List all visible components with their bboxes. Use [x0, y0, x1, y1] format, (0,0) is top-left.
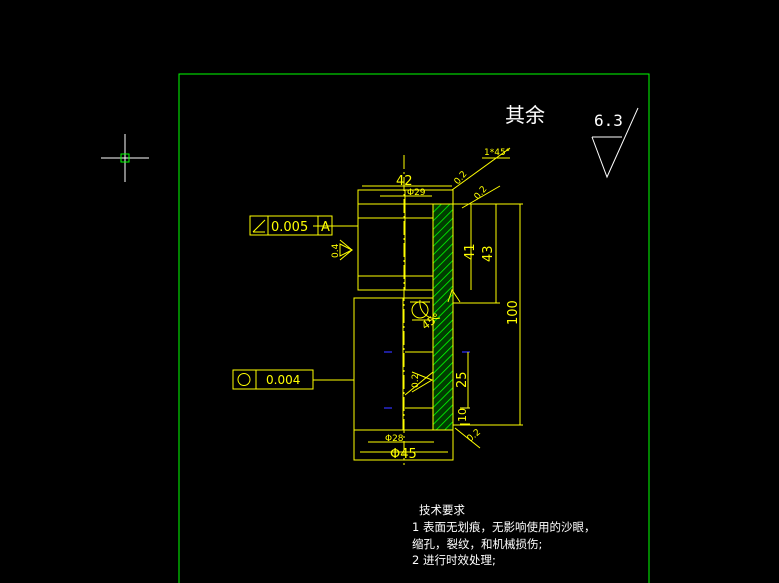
dimension-lines — [313, 147, 523, 453]
dim-phi28: Φ28 — [385, 434, 404, 444]
notes-title: 技术要求 — [419, 503, 465, 517]
dim-10: 10 — [456, 408, 469, 422]
roughness-mark-3: 0.2 — [453, 170, 470, 187]
rest-roughness-symbol — [591, 107, 639, 179]
datum-triangle — [339, 243, 354, 257]
section-hatch — [432, 203, 454, 431]
chamfer-label: 1*45° — [484, 148, 510, 158]
notes-line-1: 1 表面无划痕，无影响使用的沙眼， — [412, 520, 596, 534]
crosshair-cursor — [101, 134, 149, 182]
tolerance-frame-perpendicularity — [249, 215, 333, 236]
roughness-mark-5: 0.2 — [466, 427, 483, 444]
dim-phi29: Φ29 — [407, 188, 426, 198]
dim-42: 42 — [396, 174, 413, 189]
drawing-frame — [178, 73, 650, 583]
roughness-mark-2: 0.2 — [411, 374, 421, 388]
tolerance-frame-cylindricity — [232, 369, 314, 390]
dim-41: 41 — [463, 243, 478, 260]
tolerance-value-2: 0.004 — [266, 373, 300, 387]
roughness-mark-4: 0.2 — [473, 185, 490, 202]
dim-43: 43 — [481, 245, 496, 262]
notes-line-2: 缩孔，裂纹，和机械损伤; — [412, 537, 543, 551]
roughness-marks — [339, 239, 461, 393]
dim-25: 25 — [455, 371, 470, 388]
dim-100: 100 — [506, 300, 521, 325]
roughness-mark-1: 0.4 — [331, 243, 341, 258]
tolerance-value-1: 0.005 — [271, 220, 308, 235]
dim-phi45: Φ45 — [390, 447, 417, 462]
notes-line-3: 2 进行时效处理; — [412, 553, 496, 567]
rest-label: 其余 — [505, 103, 545, 127]
tolerance-datum-1: A — [321, 220, 330, 235]
rest-roughness-value: 6.3 — [594, 111, 623, 130]
